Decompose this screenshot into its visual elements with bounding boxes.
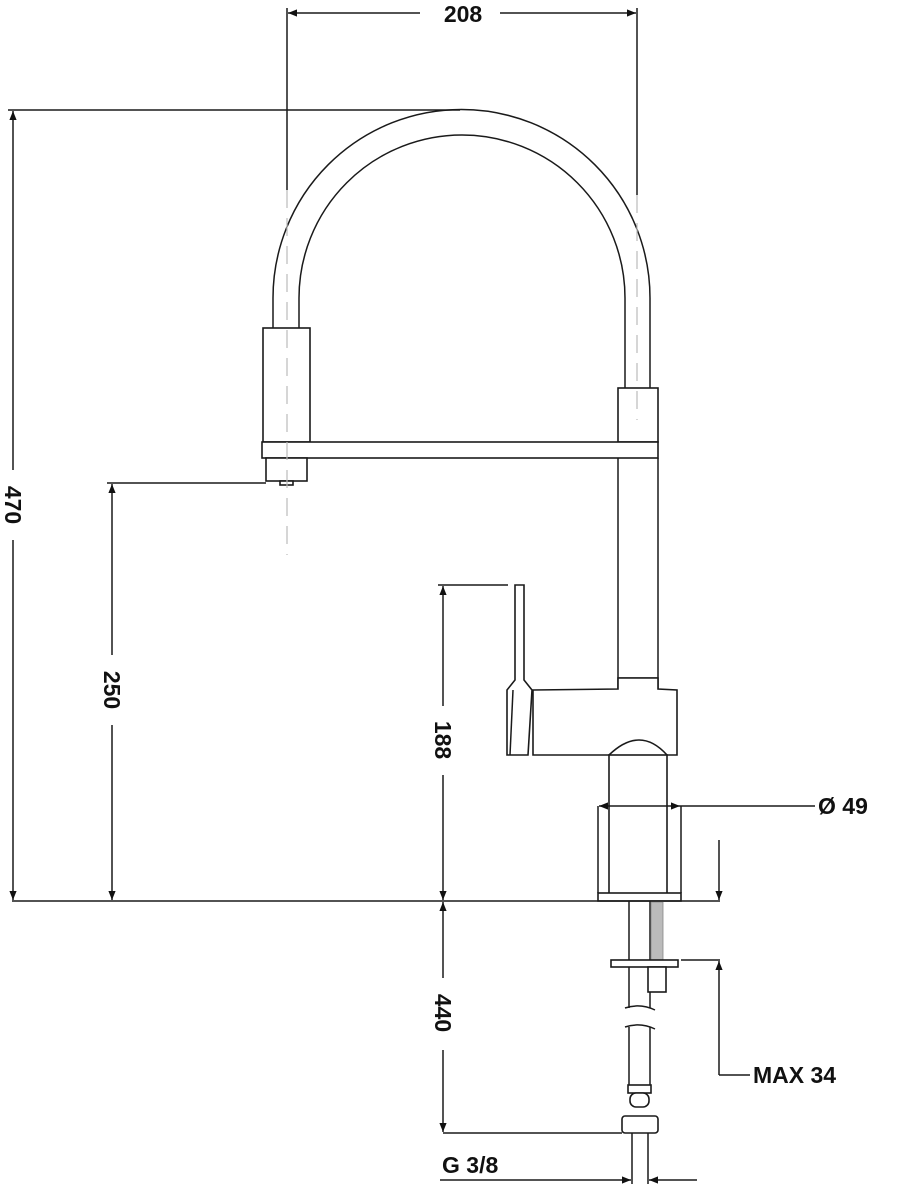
- hose-collar: [629, 1092, 650, 1108]
- dim-total-height: 470: [0, 109, 460, 900]
- hose-nut: [621, 1115, 659, 1134]
- lever-handle: [506, 584, 533, 756]
- lever-edge: [509, 689, 514, 756]
- dim-lever-height: 188: [430, 584, 508, 900]
- hose-ferrule: [627, 1084, 652, 1094]
- dim-max-countertop: MAX 34: [681, 840, 836, 1088]
- dim-g38-label: G 3/8: [442, 1152, 498, 1178]
- dim-diameter-label: Ø 49: [818, 793, 868, 819]
- dim-max34-label: MAX 34: [753, 1062, 836, 1088]
- dim-hose-length: 440: [430, 902, 622, 1134]
- faucet-outline: [261, 108, 682, 1184]
- fixing-nut: [647, 966, 667, 993]
- fixing-plate: [610, 959, 679, 968]
- dim-440-label: 440: [430, 994, 456, 1032]
- connection-pipe: [631, 1133, 649, 1184]
- dim-connection: G 3/8: [440, 1152, 697, 1184]
- lower-column: [608, 754, 668, 898]
- dim-470-label: 470: [0, 486, 26, 524]
- dim-208-label: 208: [444, 1, 483, 27]
- spout-arc-outer: [272, 108, 651, 388]
- main-column: [617, 458, 659, 689]
- spout-arc-inner: [298, 134, 626, 388]
- dim-250-label: 250: [99, 671, 125, 709]
- dim-spout-reach: 208: [286, 1, 638, 195]
- mixer-body: [532, 677, 678, 756]
- escutcheon: [597, 806, 682, 893]
- threaded-rod: [650, 901, 664, 961]
- dim-188-label: 188: [430, 721, 456, 760]
- right-collar: [617, 387, 659, 443]
- shank: [628, 901, 651, 1085]
- base-plate: [597, 892, 682, 902]
- hose-break: [624, 1005, 656, 1030]
- dim-spout-height: 250: [99, 482, 266, 900]
- dim-body-diameter: Ø 49: [599, 793, 868, 819]
- horizontal-bar: [261, 441, 659, 459]
